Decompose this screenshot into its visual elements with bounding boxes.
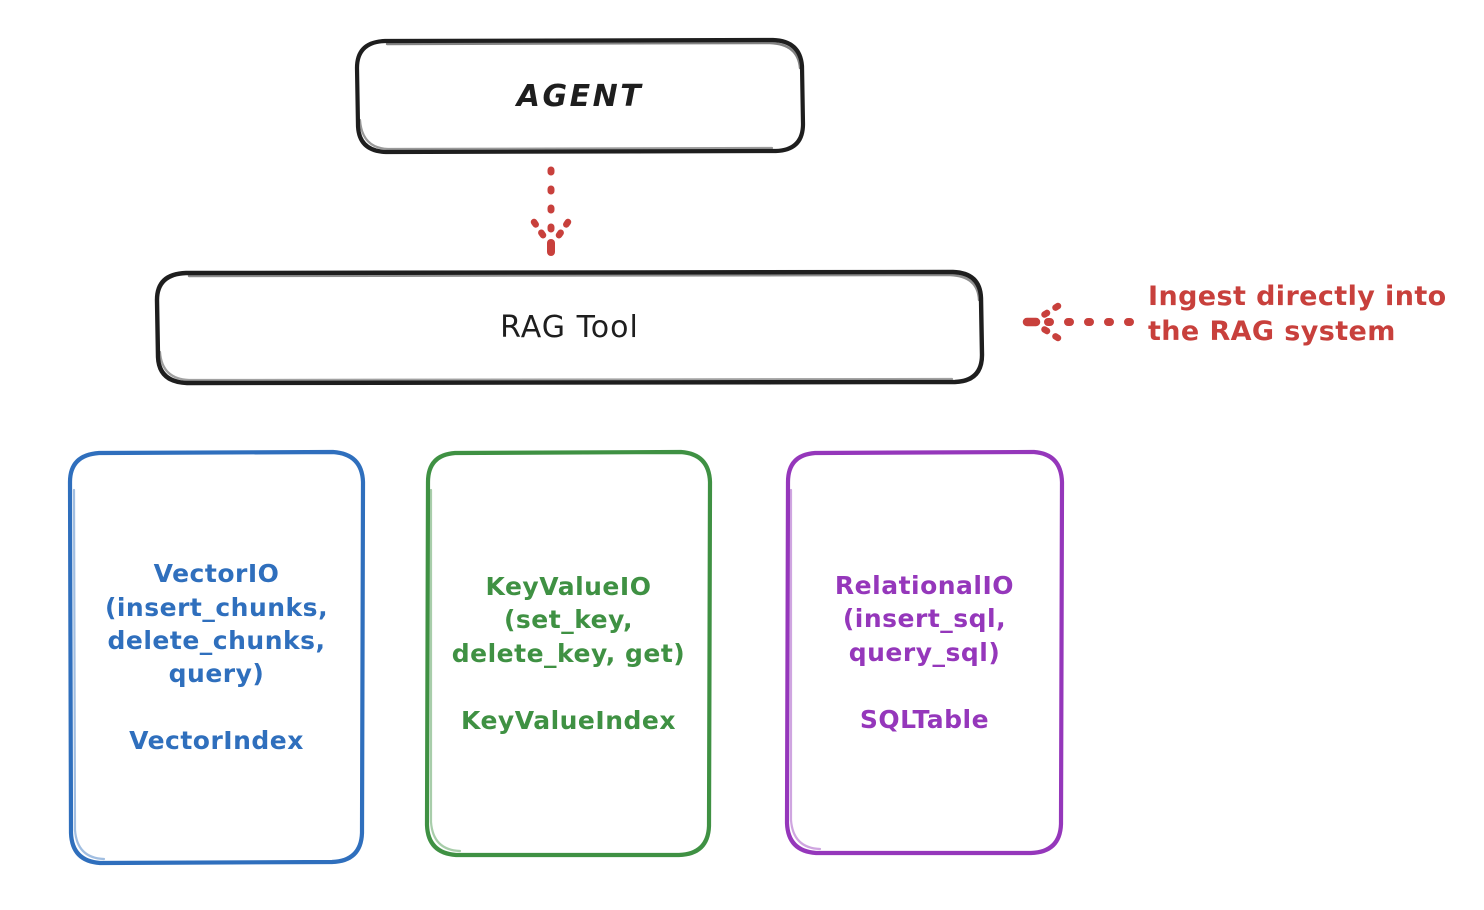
agent-box[interactable] (354, 37, 806, 155)
agent-label: AGENT (357, 40, 803, 152)
rag-tool-label: RAG Tool (157, 272, 982, 383)
key-value-io-label: KeyValueIO (set_key, delete_key, get) Ke… (427, 452, 710, 855)
relational-io-api-text: RelationalIO (insert_sql, query_sql) (834, 571, 1015, 667)
agent-label-text: AGENT (516, 78, 644, 114)
relational-io-box[interactable] (784, 449, 1065, 856)
key-value-io-api-text: KeyValueIO (set_key, delete_key, get) (451, 572, 686, 668)
rag-tool-box[interactable] (154, 269, 985, 386)
sql-table-text: SQLTable (859, 704, 990, 734)
vector-io-label: VectorIO (insert_chunks, delete_chunks, … (70, 452, 363, 863)
key-value-index-text: KeyValueIndex (461, 705, 676, 735)
ingest-to-ragtool-arrow (1022, 302, 1134, 342)
vector-index-text: VectorIndex (129, 726, 304, 756)
agent-to-ragtool-arrow (530, 166, 572, 256)
rag-tool-label-text: RAG Tool (500, 310, 639, 345)
ingest-annotation-text: Ingest directly into the RAG system (1148, 281, 1447, 347)
vector-io-box[interactable] (67, 449, 366, 866)
key-value-io-box[interactable] (424, 449, 713, 858)
relational-io-label: RelationalIO (insert_sql, query_sql) SQL… (787, 452, 1062, 853)
vector-io-api-text: VectorIO (insert_chunks, delete_chunks, … (104, 559, 329, 689)
